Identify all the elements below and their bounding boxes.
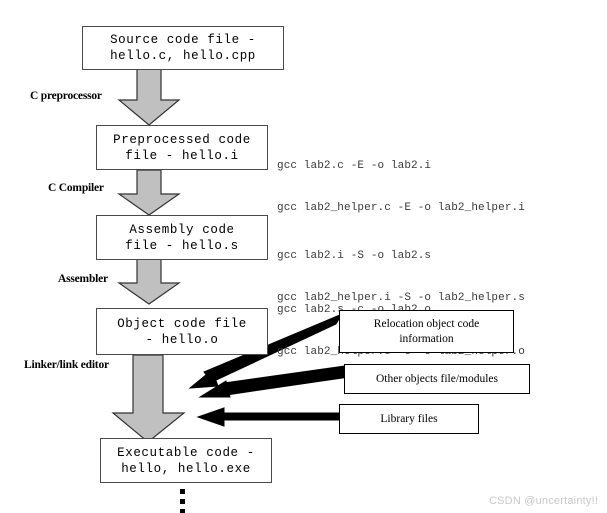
stage-box-assembly: Assembly code file - hello.s <box>96 215 268 260</box>
command-compile-line2: gcc lab2_helper.i -S -o lab2_helper.s <box>277 292 525 304</box>
block-arrow-linker <box>111 354 186 443</box>
note-box-library-files: Library files <box>339 404 479 434</box>
block-arrow-preprocessor <box>117 63 181 126</box>
note-relocation-line1: Relocation object code <box>373 317 480 330</box>
stage-object-line2: - hello.o <box>145 332 219 347</box>
phase-label-preprocessor: C preprocessor <box>30 90 102 102</box>
dot-square <box>180 489 185 494</box>
stage-box-source: Source code file - hello.c, hello.cpp <box>82 26 284 70</box>
note-box-relocation: Relocation object code information <box>339 310 514 353</box>
stage-source-line2: hello.c, hello.cpp <box>110 49 256 63</box>
stage-assembly-line2: file - hello.s <box>125 238 239 253</box>
phase-label-assembler: Assembler <box>58 273 108 285</box>
stage-executable-line1: Executable code - <box>117 445 255 460</box>
arrow-library-files-to-linker <box>196 407 349 427</box>
note-box-other-objects: Other objects file/modules <box>344 364 530 394</box>
stage-object-line1: Object code file <box>117 316 247 331</box>
phase-label-compiler: C Compiler <box>48 182 104 194</box>
stage-box-object: Object code file - hello.o <box>96 308 268 355</box>
note-library-files-line1: Library files <box>380 412 438 425</box>
block-arrow-assembler <box>117 256 181 305</box>
stage-assembly-line1: Assembly code <box>129 222 235 237</box>
command-compile-line1: gcc lab2.i -S -o lab2.s <box>277 250 432 262</box>
stage-box-preprocessed: Preprocessed code file - hello.i <box>96 125 268 170</box>
stage-preprocessed-line2: file - hello.i <box>125 148 239 163</box>
stage-box-executable: Executable code - hello, hello.exe <box>100 438 272 483</box>
note-relocation-line2: information <box>399 332 454 345</box>
stage-preprocessed-line1: Preprocessed code <box>113 132 251 147</box>
dot-square <box>180 499 185 504</box>
stage-executable-line2: hello, hello.exe <box>121 461 251 476</box>
command-block-link: gcc lab2.o lab2_helper.o -S -o linked_la… <box>229 491 510 513</box>
command-preprocess-line2: gcc lab2_helper.c -E -o lab2_helper.i <box>277 202 525 214</box>
phase-label-linker: Linker/link editor <box>24 359 109 371</box>
stage-source-line1: Source code file - <box>110 33 256 47</box>
command-block-compile: gcc lab2.i -S -o lab2.s gcc lab2_helper.… <box>277 221 525 333</box>
command-preprocess-line1: gcc lab2.c -E -o lab2.i <box>277 160 432 172</box>
watermark-text: CSDN @uncertainty!! <box>489 495 599 507</box>
note-other-objects-line1: Other objects file/modules <box>376 372 498 385</box>
dotted-continuation-line <box>180 489 185 513</box>
command-block-preprocess: gcc lab2.c -E -o lab2.i gcc lab2_helper.… <box>277 131 525 243</box>
block-arrow-compiler <box>117 169 181 216</box>
dot-square <box>180 509 185 513</box>
